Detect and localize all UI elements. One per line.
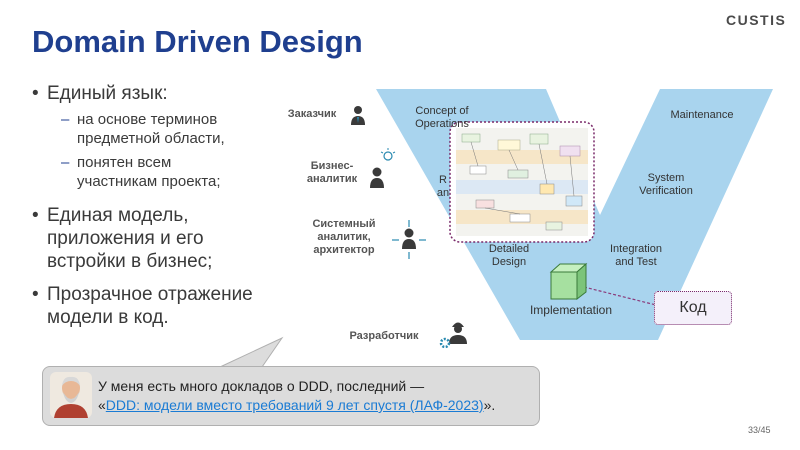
talk-link[interactable]: DDD: модели вместо требований 9 лет спус… <box>105 397 484 413</box>
callout-line-1: У меня есть много докладов о DDD, послед… <box>98 378 425 394</box>
developer-person-icon <box>439 322 467 349</box>
v-label-detailed-line-2: Design <box>491 256 527 268</box>
role-architect-line-1: Системный <box>312 218 376 230</box>
model-diagram-thumbnail-icon <box>449 121 595 243</box>
v-label-concept-line-1: Concept of <box>415 105 469 117</box>
role-developer: Разработчик <box>349 330 419 342</box>
callout-box <box>42 366 540 426</box>
v-label-verification: System Verification <box>630 172 702 198</box>
code-label-box: Код <box>654 291 732 325</box>
sub-bullet-2-line-1: понятен всем <box>77 154 172 171</box>
v-label-implementation: Implementation <box>529 303 613 317</box>
sub-bullet-dash: – <box>61 111 70 128</box>
v-label-maintenance: Maintenance <box>670 109 734 121</box>
callout-line-2: «DDD: модели вместо требований 9 лет спу… <box>98 396 495 415</box>
business-analyst-person-icon <box>370 148 396 188</box>
bullet-2-line-1: Единая модель, <box>47 205 189 226</box>
v-label-requirements-line-2: an <box>436 187 450 199</box>
bullet-2-line-2: приложения и его <box>47 228 204 249</box>
v-label-verification-line-1: System <box>647 172 685 184</box>
bullet-dot: • <box>32 83 39 104</box>
bullet-1: • Единый язык: <box>32 82 168 105</box>
implementation-cube-icon <box>549 262 588 301</box>
role-business-analyst: Бизнес- аналитик <box>300 160 364 186</box>
bullet-2: • Единая модель, приложения и его встрой… <box>32 204 213 273</box>
v-label-integration: Integration and Test <box>600 243 672 269</box>
sub-bullet-1-line-1: на основе терминов <box>77 111 218 128</box>
role-architect-line-2: аналитик, <box>317 231 371 243</box>
bullet-dot: • <box>32 284 39 305</box>
sub-bullet-2-line-2: участникам проекта; <box>77 173 221 190</box>
slide-title: Domain Driven Design <box>32 24 363 59</box>
speaker-avatar <box>50 372 92 418</box>
quote-open: « <box>98 397 106 413</box>
bullet-3: • Прозрачное отражение модели в код. <box>32 283 253 329</box>
sub-bullet-1: – на основе терминов предметной области, <box>61 110 225 148</box>
bullet-3-line-1: Прозрачное отражение <box>47 284 253 305</box>
v-label-concept: Concept of Operations <box>404 105 480 131</box>
bullet-2-line-3: встройки в бизнес; <box>47 251 213 272</box>
role-business-analyst-line-2: аналитик <box>306 173 358 185</box>
role-business-analyst-line-1: Бизнес- <box>310 160 354 172</box>
role-customer: Заказчик <box>287 108 337 120</box>
callout-pointer <box>219 336 284 368</box>
callout-text: У меня есть много докладов о DDD, послед… <box>98 377 495 415</box>
sub-bullet-1-line-2: предметной области, <box>77 130 225 147</box>
v-label-requirements-line-1: R <box>439 174 447 186</box>
v-label-detailed-design: Detailed Design <box>478 243 540 269</box>
v-label-requirements: R an <box>436 174 450 200</box>
page-number: 33/45 <box>748 425 771 435</box>
code-connector-line <box>583 286 657 306</box>
role-architect-line-3: архитектор <box>313 244 375 256</box>
company-logo: CUSTIS <box>726 12 787 28</box>
bullet-3-line-2: модели в код. <box>47 307 169 328</box>
v-label-verification-line-2: Verification <box>639 185 693 197</box>
role-architect: Системный аналитик, архитектор <box>306 218 382 257</box>
v-label-detailed-line-1: Detailed <box>488 243 530 255</box>
v-label-integration-line-2: and Test <box>615 256 657 268</box>
bullet-dot: • <box>32 205 39 226</box>
v-label-concept-line-2: Operations <box>415 118 469 130</box>
sub-bullet-dash: – <box>61 154 70 171</box>
bullet-1-text: Единый язык: <box>47 83 168 104</box>
customer-person-icon <box>351 106 365 125</box>
v-label-integration-line-1: Integration <box>610 243 662 255</box>
sub-bullet-2: – понятен всем участникам проекта; <box>61 153 221 191</box>
quote-close: ». <box>483 397 496 413</box>
architect-person-icon <box>392 220 426 259</box>
